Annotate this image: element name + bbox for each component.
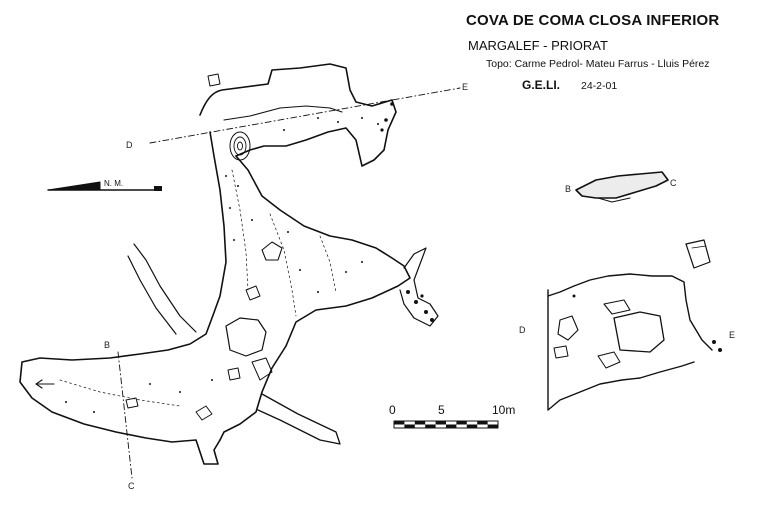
section-label-e: E — [462, 82, 469, 92]
section-label-b: B — [104, 340, 111, 350]
scale-label-10: 10m — [492, 403, 516, 417]
cross-section-de — [547, 239, 722, 411]
section-line-de — [149, 87, 461, 144]
map-subtitle: MARGALEF - PRIORAT — [468, 38, 608, 53]
cross-section-label-c: C — [670, 178, 677, 188]
cave-plan — [19, 63, 439, 465]
floor-detail-dots — [65, 102, 434, 413]
section-label-c: C — [128, 481, 135, 491]
scale-label-5: 5 — [438, 403, 445, 417]
scale-label-0: 0 — [389, 403, 396, 417]
cross-section-label-b: B — [565, 184, 572, 194]
north-arrow-label: N. M. — [104, 179, 124, 188]
section-line-bc — [117, 351, 133, 479]
cross-section-bc — [575, 171, 669, 203]
survey-credits: Topo: Carme Pedrol- Mateu Farrus - Lluis… — [486, 58, 710, 70]
cross-section-label-e: E — [729, 330, 736, 340]
survey-date: 24-2-01 — [581, 80, 618, 92]
section-lines — [117, 87, 461, 479]
cross-section-label-d: D — [519, 325, 526, 335]
map-title: COVA DE COMA CLOSA INFERIOR — [466, 12, 720, 29]
section-label-d: D — [126, 140, 133, 150]
north-arrow — [47, 181, 162, 191]
scale-bar — [393, 420, 499, 429]
organization-label: G.E.LI. — [522, 78, 561, 92]
